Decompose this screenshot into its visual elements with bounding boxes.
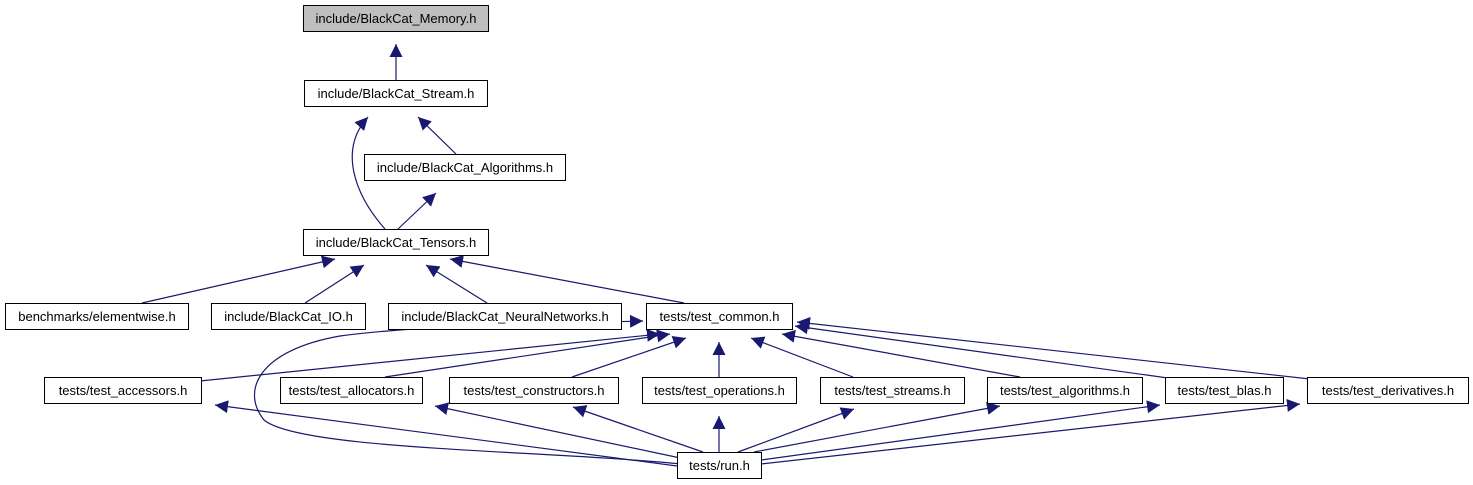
node-box — [642, 377, 797, 404]
node-label: benchmarks/elementwise.h — [18, 309, 176, 324]
node-constructors[interactable]: tests/test_constructors.h — [449, 377, 619, 404]
node-derivatives[interactable]: tests/test_derivatives.h — [1307, 377, 1469, 404]
node-neural[interactable]: include/BlackCat_NeuralNetworks.h — [388, 303, 622, 330]
edge-run-to-streams — [737, 407, 855, 453]
edge-run-to-talgorithms — [753, 402, 1001, 453]
edge-run-to-constructors — [572, 405, 704, 453]
edge-blas-to-common — [794, 321, 1176, 380]
edge-neural-to-tensors — [425, 264, 488, 304]
edge-common-to-tensors — [449, 255, 685, 304]
graph-nodes: include/BlackCat_Memory.h include/BlackCa… — [5, 5, 1469, 479]
node-box — [677, 452, 762, 479]
node-box — [211, 303, 366, 330]
edge-run-to-blas — [760, 400, 1161, 461]
edge-tensors-to-stream — [351, 116, 386, 230]
edge-elementwise-to-tensors — [141, 255, 336, 304]
node-common[interactable]: tests/test_common.h — [646, 303, 793, 330]
node-accessors[interactable]: tests/test_accessors.h — [44, 377, 202, 404]
edge-streams-to-common — [750, 336, 854, 378]
node-stream[interactable]: include/BlackCat_Stream.h — [304, 80, 488, 107]
edge-accessors-to-common — [199, 328, 661, 382]
node-box — [280, 377, 423, 404]
node-label: tests/test_allocators.h — [289, 383, 415, 398]
node-run[interactable]: tests/run.h — [677, 452, 762, 479]
node-label: tests/test_common.h — [660, 309, 780, 324]
node-memory[interactable]: include/BlackCat_Memory.h — [303, 5, 489, 32]
node-box — [449, 377, 619, 404]
node-box — [44, 377, 202, 404]
node-label: tests/test_algorithms.h — [1000, 383, 1130, 398]
node-io[interactable]: include/BlackCat_IO.h — [211, 303, 366, 330]
node-box — [987, 377, 1143, 404]
node-elementwise[interactable]: benchmarks/elementwise.h — [5, 303, 189, 330]
node-box — [1165, 377, 1284, 404]
node-box — [388, 303, 622, 330]
node-label: include/BlackCat_IO.h — [224, 309, 353, 324]
node-label: include/BlackCat_Stream.h — [318, 86, 475, 101]
node-box — [5, 303, 189, 330]
node-label: tests/test_constructors.h — [464, 383, 605, 398]
node-box — [303, 5, 489, 32]
graph-edges — [141, 44, 1311, 467]
node-label: tests/run.h — [689, 458, 750, 473]
node-tensors[interactable]: include/BlackCat_Tensors.h — [303, 229, 489, 256]
edge-io-to-tensors — [304, 264, 365, 304]
node-blas[interactable]: tests/test_blas.h — [1165, 377, 1284, 404]
edge-run-to-allocators — [434, 402, 686, 460]
node-label: include/BlackCat_NeuralNetworks.h — [401, 309, 608, 324]
node-streams[interactable]: tests/test_streams.h — [820, 377, 965, 404]
node-box — [303, 229, 489, 256]
edge-constructors-to-common — [571, 336, 687, 378]
edge-run-to-derivatives — [760, 398, 1301, 465]
node-talgorithms[interactable]: tests/test_algorithms.h — [987, 377, 1143, 404]
node-label: include/BlackCat_Algorithms.h — [377, 160, 553, 175]
node-allocators[interactable]: tests/test_allocators.h — [280, 377, 423, 404]
node-label: tests/test_operations.h — [654, 383, 785, 398]
edge-tensors-to-algorithms — [397, 192, 437, 230]
node-operations[interactable]: tests/test_operations.h — [642, 377, 797, 404]
node-label: tests/test_derivatives.h — [1322, 383, 1454, 398]
node-label: tests/test_streams.h — [834, 383, 950, 398]
node-label: include/BlackCat_Memory.h — [316, 11, 477, 26]
edge-run-to-accessors — [214, 400, 678, 467]
node-label: tests/test_blas.h — [1178, 383, 1272, 398]
node-label: tests/test_accessors.h — [59, 383, 188, 398]
node-algorithms[interactable]: include/BlackCat_Algorithms.h — [364, 154, 566, 181]
edge-derivatives-to-common — [796, 316, 1311, 380]
node-label: include/BlackCat_Tensors.h — [316, 235, 476, 250]
edge-talgorithms-to-common — [781, 329, 1021, 378]
node-box — [646, 303, 793, 330]
node-box — [364, 154, 566, 181]
node-box — [820, 377, 965, 404]
edge-algorithms-to-stream — [417, 116, 457, 155]
node-box — [1307, 377, 1469, 404]
edge-allocators-to-common — [384, 329, 671, 378]
node-box — [304, 80, 488, 107]
